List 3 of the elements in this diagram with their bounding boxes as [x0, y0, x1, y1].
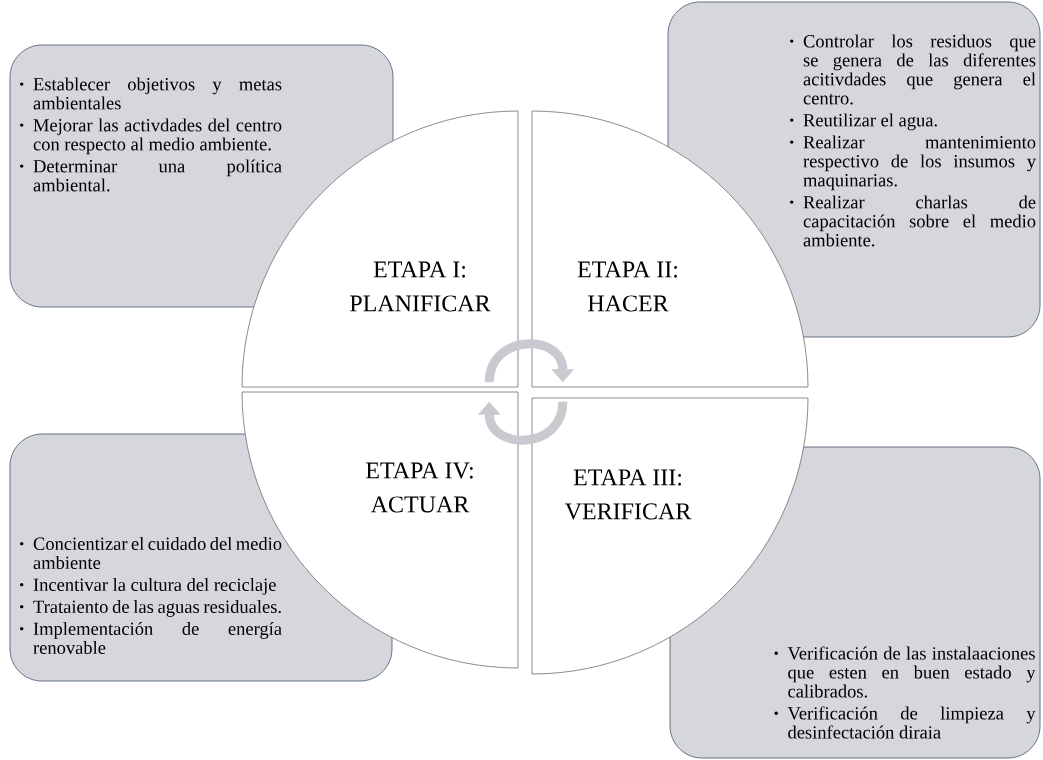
- bullet-item: Verificación de limpieza y desinfectación diraia: [774, 706, 1036, 739]
- bullet-item: Establecer objetivos y metas ambientales: [20, 77, 282, 110]
- bullet-item: Controlar los residuos que se genera de las diferentes acitivdades que genera el centro.: [790, 34, 1036, 105]
